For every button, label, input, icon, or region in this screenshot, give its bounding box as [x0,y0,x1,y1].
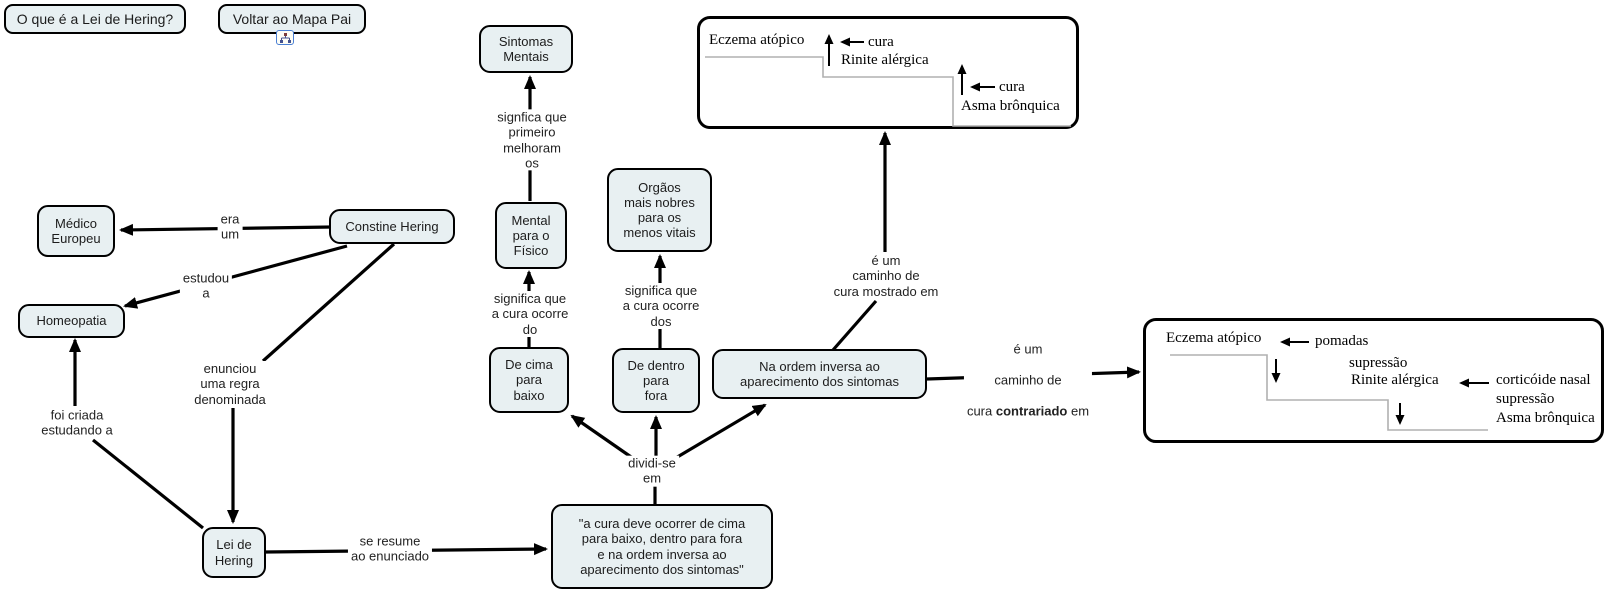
node-orgaos-nobres[interactable]: Orgãos mais nobres para os menos vitais [607,168,712,252]
link-line-mostrado-diag [831,299,878,352]
node-na-ordem-inversa[interactable]: Na ordem inversa ao aparecimento dos sin… [712,349,927,399]
contrariado-post: em [1067,402,1090,418]
question-button[interactable]: O que é a Lei de Hering? [4,4,186,34]
link-label-estudou-a: estudou a [179,270,233,302]
contrariado-line2: caminho de [994,372,1062,388]
link-line-estudou [123,244,348,309]
node-mental-para-fisico[interactable]: Mental para o Físico [495,202,567,269]
stair-top-step2-label: Rinite alérgica [841,52,929,68]
stair-right-supressao1-label: supressão [1349,355,1408,371]
stair-right-step1-label: Eczema atópico [1166,330,1262,346]
contrariado-line1: é um [1013,341,1043,357]
node-medico-europeu[interactable]: Médico Europeu [37,205,115,257]
link-label-significa-do: significa que a cura ocorre do [488,291,572,337]
node-lei-de-hering[interactable]: Lei de Hering [202,527,266,578]
node-constine-hering[interactable]: Constine Hering [329,209,455,244]
node-de-cima-para-baixo[interactable]: De cima para baixo [489,347,569,413]
link-line-divide-left [570,414,635,461]
node-de-dentro-para-fora[interactable]: De dentro para fora [612,348,700,413]
stair-right-step3-label: Asma brônquica [1496,410,1595,426]
stair-right-pomadas-label: pomadas [1315,333,1369,349]
sitemap-icon[interactable] [276,30,294,45]
stair-right-corticoide-label: corticóide nasal [1496,372,1591,388]
link-line-divide-right [673,403,767,461]
stair-top-step3-label: Asma brônquica [961,98,1060,114]
sitemap-icon-glyph [279,32,291,43]
link-line-foicriada-diag [92,438,204,530]
node-enunciado-quote[interactable]: "a cura deve ocorrer de cima para baixo,… [551,504,773,589]
stair-right-supressao2-label: supressão [1496,391,1555,407]
link-label-se-resume: se resume ao enunciado [347,533,433,565]
link-label-significa-dos: significa que a cura ocorre dos [619,283,703,329]
link-label-era-um: era um [217,211,243,243]
stair-top-step1-label: Eczema atópico [709,32,805,48]
link-label-mostrado: é um caminho de cura mostrado em [830,253,942,299]
contrariado-bold: contrariado [995,402,1068,418]
contrariado-pre: cura [966,402,996,418]
node-homeopatia[interactable]: Homeopatia [18,304,125,338]
stair-top-cura2-label: cura [999,79,1025,95]
link-label-signfica-os: signfica que primeiro melhoram os [494,109,570,171]
node-sintomas-mentais[interactable]: Sintomas Mentais [479,25,573,73]
contrariado-line3: cura contrariado em [967,403,1089,418]
link-label-foi-criada: foi criada estudando a [38,407,116,439]
link-label-dividi-se: dividi-se em [625,455,679,487]
back-to-parent-map-button[interactable]: Voltar ao Mapa Pai [218,4,366,34]
link-label-contrariado: é um caminho de cura contrariado em [963,326,1093,434]
stair-top-cura1-label: cura [868,34,894,50]
stair-right-step2-label: Rinite alérgica [1351,372,1439,388]
link-line-enunciou-upper [261,242,396,363]
link-label-enunciou: enunciou uma regra denominada [191,361,269,407]
